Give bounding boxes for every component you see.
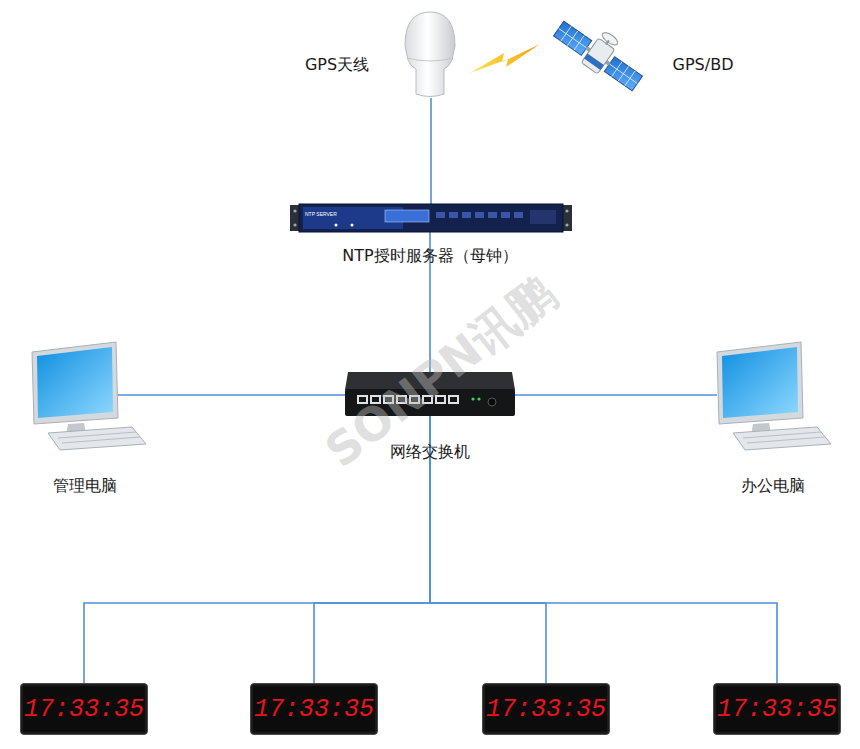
management-pc [32, 342, 146, 450]
clock-digits: 17:33:35 [24, 695, 144, 724]
switch-front [345, 389, 515, 416]
antenna-dome [405, 12, 455, 97]
monitor-frame [32, 342, 118, 424]
pc-node: 办公电脑 [717, 342, 803, 442]
status-panel [530, 210, 556, 224]
dish-arm [605, 40, 610, 45]
port-holes [359, 397, 457, 402]
pc-node: 管理电脑 [30, 342, 118, 442]
keyboard-keys [743, 432, 825, 443]
body-band [584, 54, 604, 70]
satellite [550, 8, 652, 96]
device-label: GPS/BD [673, 55, 734, 75]
clock-digits: 17:33:35 [717, 695, 837, 724]
watermark: SONPN讯鹏 [316, 268, 563, 477]
network-line [515, 394, 717, 396]
port-row [436, 212, 523, 218]
switch-node: 网络交换机 [345, 372, 515, 416]
office-pc [717, 342, 831, 450]
clock-box: 17:33:35 [20, 683, 148, 735]
network-line [430, 416, 777, 683]
device-brand-text: NTP SERVER [305, 211, 337, 217]
switch-ports [357, 395, 459, 404]
rack-screw [565, 223, 568, 226]
device-label: 办公电脑 [741, 476, 805, 496]
device-label: 管理电脑 [53, 476, 117, 496]
server-button [335, 224, 338, 227]
panel-grid [604, 57, 642, 91]
solar-panel [554, 21, 592, 55]
power-jack [488, 398, 496, 406]
monitor-frame [717, 342, 803, 424]
antenna-rim [407, 58, 453, 61]
network-line [118, 394, 345, 396]
ntp-server-device [290, 204, 572, 232]
gps-antenna [405, 12, 455, 97]
clock-box: 17:33:35 [713, 683, 841, 735]
keyboard [48, 427, 146, 450]
clock-box: 17:33:35 [482, 683, 610, 735]
rack-screw [565, 209, 568, 212]
server-button [351, 224, 354, 227]
monitor-screen [37, 347, 113, 418]
network-switch-device [345, 372, 515, 416]
switch-top [345, 372, 515, 390]
keyboard-keys [58, 432, 140, 443]
device-label: GPS天线 [305, 55, 369, 75]
network-line [84, 416, 430, 683]
lcd-display [385, 210, 429, 222]
switch-led [477, 397, 480, 400]
switch-led [471, 397, 474, 400]
signal-bolt [470, 44, 540, 73]
rack-screw [293, 223, 296, 226]
panel-grid [554, 21, 592, 55]
server-front [299, 204, 563, 232]
device-label: NTP授时服务器（母钟） [342, 246, 517, 266]
monitor-screen [722, 347, 798, 418]
clock-digits: 17:33:35 [254, 695, 374, 724]
satellite-node: GPS/BD [555, 18, 643, 98]
device-label: 网络交换机 [390, 442, 470, 462]
rack-screw [293, 209, 296, 212]
satellite-dish [600, 30, 619, 47]
network-line [430, 98, 432, 204]
clock-digits: 17:33:35 [486, 695, 606, 724]
antenna-node: GPS天线 [405, 10, 455, 98]
keyboard [733, 427, 831, 450]
server-node: NTP授时服务器（母钟） [290, 204, 572, 232]
solar-panel [604, 57, 642, 91]
clock-box: 17:33:35 [250, 683, 378, 735]
